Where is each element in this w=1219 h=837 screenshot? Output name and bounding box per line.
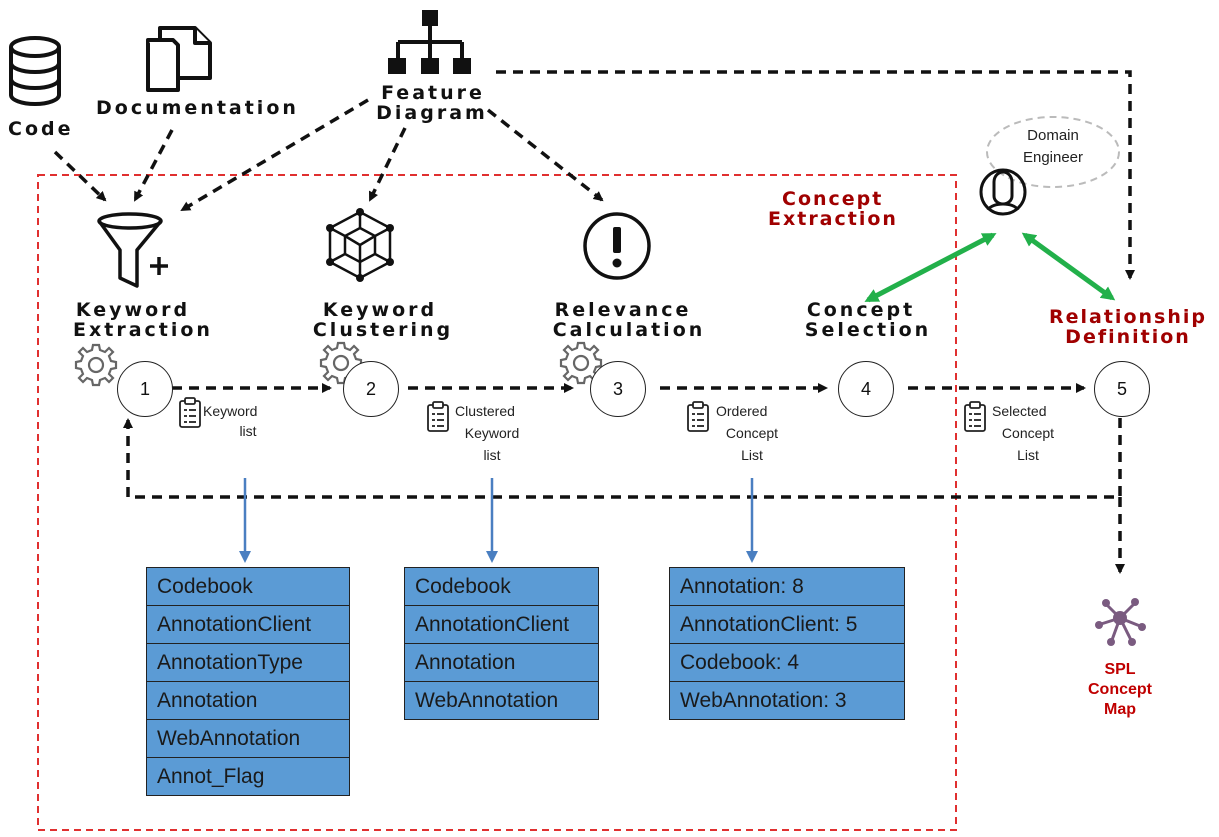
output-label-line3: Map: [1104, 701, 1136, 718]
keyword-list-table: Codebook AnnotationClient AnnotationType…: [146, 567, 350, 796]
step3-title-line1: Relevance: [554, 299, 692, 321]
artifact1-line2: list: [239, 423, 257, 439]
arrow-fd-to-step3: [486, 108, 604, 202]
region-title-line2: Extraction: [768, 208, 898, 230]
table-row: AnnotationClient: [405, 606, 598, 644]
arrow-doc-to-step1: [133, 129, 174, 202]
artifact1-line1: Keyword: [203, 403, 258, 419]
table-row: WebAnnotation: [147, 720, 349, 758]
table-row: Annotation: [405, 644, 598, 682]
feature-diagram-label-line1: Feature: [381, 82, 485, 104]
artifact4-line3: List: [1017, 447, 1039, 463]
code-label: Code: [8, 118, 74, 140]
step5-circle: 5: [1094, 361, 1150, 417]
output-label-line1: SPL: [1104, 661, 1136, 678]
artifact3-line1: Ordered: [716, 403, 768, 419]
step4-circle: 4: [838, 361, 894, 417]
step3-title-line2: Calculation: [552, 319, 706, 341]
artifact3-line3: List: [741, 447, 763, 463]
exclamation-icon: [583, 212, 651, 280]
step4-title-line2: Selection: [804, 319, 932, 341]
step3-circle: 3: [590, 361, 646, 417]
domain-engineer-ellipse: [986, 116, 1120, 188]
artifact2-line1: Clustered: [455, 403, 515, 419]
clustered-list-table: Codebook AnnotationClient Annotation Web…: [404, 567, 599, 720]
table-row: Annot_Flag: [157, 765, 265, 788]
step5-title-line1: Relationship: [1049, 306, 1207, 328]
clipboard-icon-4: [964, 401, 986, 432]
table-row: AnnotationType: [147, 644, 349, 682]
concept-extraction-region: [37, 174, 957, 831]
domain-engineer-label-line1: Domain: [1027, 127, 1079, 144]
gear-icon-step3: [559, 341, 603, 385]
arrow-step5-feedback: [123, 418, 1122, 499]
clipboard-icon-1: [179, 397, 201, 428]
artifact3-line2: Concept: [725, 425, 779, 441]
region-title-line1: Concept: [782, 188, 884, 210]
table-row: WebAnnotation: [415, 689, 559, 712]
artifact4-line2: Concept: [1001, 425, 1055, 441]
domain-engineer-label-line2: Engineer: [1022, 149, 1084, 166]
table-row: Codebook: [405, 568, 598, 606]
table-row: Codebook: [147, 568, 349, 606]
step2-circle: 2: [343, 361, 399, 417]
hierarchy-icon: [388, 10, 471, 74]
step2-title-line2: Clustering: [312, 319, 454, 341]
arrow-fd-to-step1: [180, 98, 369, 212]
step2-title-line1: Keyword: [322, 299, 438, 321]
green-arrow-engineer-step4: [864, 232, 997, 303]
green-arrow-engineer-step5: [1021, 232, 1116, 301]
documentation-label: Documentation: [96, 97, 299, 119]
table-row: AnnotationClient: [147, 606, 349, 644]
arrow-fd-to-step5: [496, 70, 1135, 280]
database-icon: [9, 36, 61, 106]
gear-icon-step1: [74, 343, 118, 387]
step5-title-line2: Definition: [1065, 326, 1191, 348]
table-row: AnnotationClient: 5: [670, 606, 904, 644]
table-row: Annotation: [147, 682, 349, 720]
arrow-fd-to-step2: [368, 127, 407, 202]
step1-circle: 1: [117, 361, 173, 417]
table-row: WebAnnotation: 3: [680, 689, 847, 712]
ordered-list-table: Annotation: 8 AnnotationClient: 5 Codebo…: [669, 567, 905, 720]
feature-diagram-label-line2: Diagram: [376, 102, 488, 124]
artifact2-line3: list: [483, 447, 501, 463]
step4-title-line1: Concept: [806, 299, 916, 321]
step1-title-line2: Extraction: [73, 319, 213, 341]
clipboard-icon-2: [427, 401, 449, 432]
clipboard-icon-3: [687, 401, 709, 432]
person-icon: [979, 168, 1027, 216]
funnel-icon: [97, 212, 168, 288]
table-row: Codebook: 4: [670, 644, 904, 682]
documents-icon: [146, 26, 212, 92]
output-label-line2: Concept: [1088, 681, 1152, 698]
arrow-code-to-step1: [53, 150, 107, 202]
concept-map-icon: [1095, 598, 1146, 646]
artifact2-line2: Keyword: [464, 425, 520, 441]
step1-title-line1: Keyword: [75, 299, 191, 321]
cluster-cube-icon: [326, 208, 394, 282]
table-row: Annotation: 8: [670, 568, 904, 606]
artifact4-line1: Selected: [992, 403, 1047, 419]
